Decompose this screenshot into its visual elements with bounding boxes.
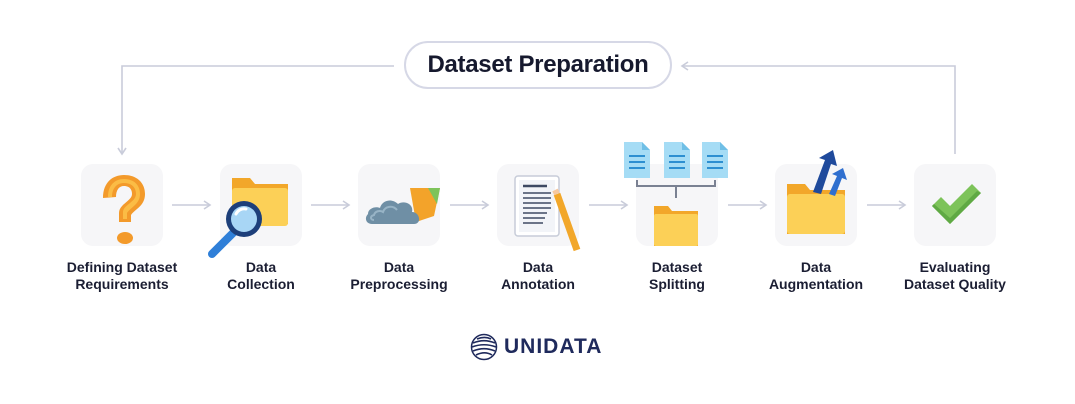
loop-line-left	[117, 65, 394, 156]
folder-magnifier-icon	[208, 178, 288, 258]
cloud-brush-icon	[365, 188, 440, 224]
globe-logo-icon	[470, 333, 498, 361]
document-icon	[702, 142, 728, 178]
step-tile-7	[914, 164, 996, 246]
loop-line-right	[680, 61, 956, 154]
step-tile-4	[497, 164, 581, 252]
checkmark-icon	[932, 184, 981, 224]
step-tile-3	[358, 164, 440, 246]
folder-split-documents-icon	[624, 142, 728, 246]
step-label-4: Data Annotation	[501, 259, 575, 292]
step-label-1: Defining Dataset Requirements	[66, 259, 178, 292]
step-label-2: Data Collection	[227, 259, 295, 292]
brand-name: UNIDATA	[504, 335, 603, 358]
document-pencil-icon	[514, 175, 581, 252]
step-label-7: Evaluating Dataset Quality	[904, 259, 1006, 292]
step-tile-2	[208, 164, 302, 258]
step-tile-6	[775, 150, 857, 246]
step-label-6: Data Augmentation	[768, 259, 864, 292]
brand-logo: UNIDATA	[470, 332, 602, 362]
document-icon	[664, 142, 690, 178]
question-mark-icon	[103, 175, 145, 244]
step-label-3: Data Preprocessing	[350, 259, 448, 292]
step-tile-1	[81, 164, 163, 246]
step-label-5: Dataset Splitting	[649, 259, 705, 292]
document-icon	[624, 142, 650, 178]
folder-growth-arrows-icon	[787, 150, 847, 234]
step-tile-5	[624, 142, 728, 246]
diagram-title: Dataset Preparation	[404, 41, 672, 89]
